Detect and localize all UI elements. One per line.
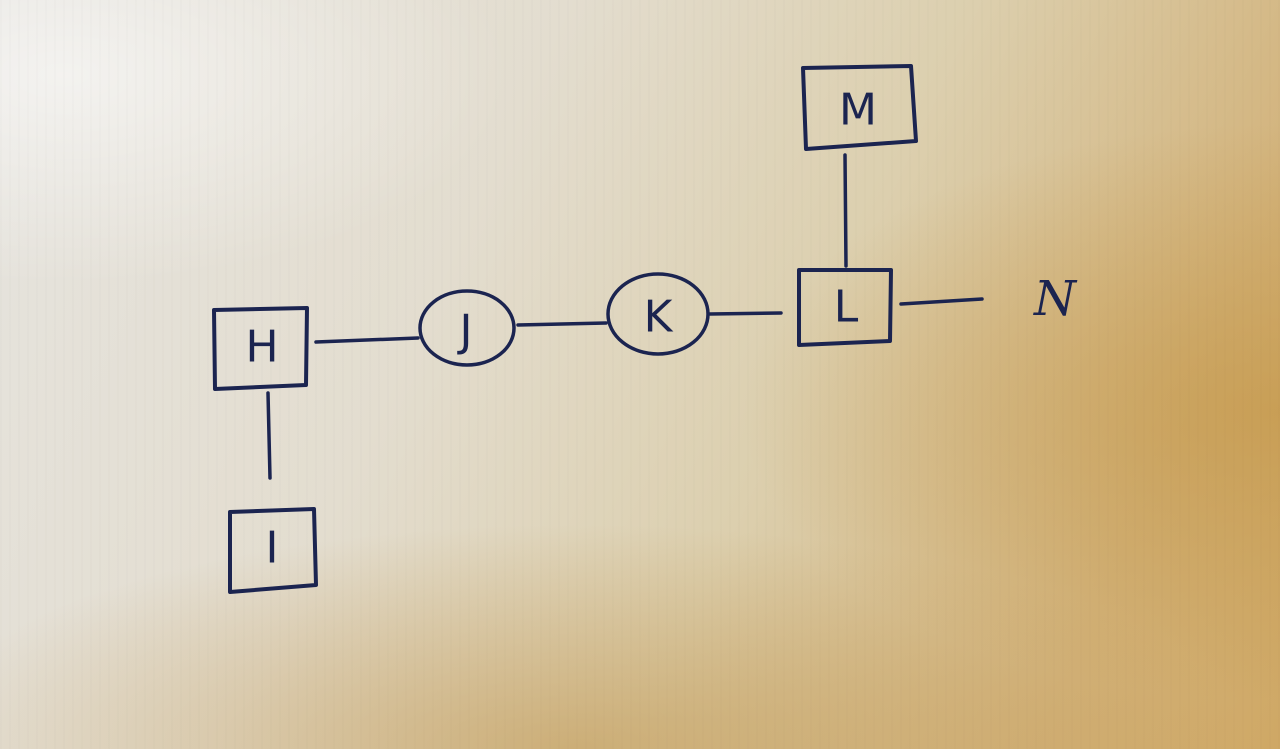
node-i-label: I: [266, 523, 279, 574]
node-n: N: [1033, 271, 1078, 327]
node-h: H: [212, 306, 309, 391]
node-l-label: L: [834, 282, 859, 333]
edge-h-j: [314, 336, 420, 344]
node-j: J: [418, 289, 516, 367]
edge-l-m: [843, 153, 848, 268]
edge-h-i: [266, 391, 272, 480]
node-k: K: [606, 272, 710, 356]
node-h-box: [212, 306, 309, 391]
node-l: L: [797, 268, 893, 347]
edge-l-n: [899, 297, 984, 306]
node-m-label: M: [839, 85, 877, 136]
node-j-label: J: [457, 306, 473, 357]
node-j-circle: [418, 289, 516, 367]
node-m: M: [801, 64, 918, 151]
edge-k-l: [708, 311, 783, 316]
node-k-label: K: [644, 292, 674, 343]
node-m-box: [801, 64, 918, 151]
node-n-label: N: [1033, 271, 1078, 327]
node-l-box: [797, 268, 893, 347]
node-i: I: [228, 507, 318, 594]
node-i-box: [228, 507, 318, 594]
node-k-circle: [606, 272, 710, 356]
node-h-label: H: [245, 322, 278, 373]
edge-j-k: [516, 321, 608, 327]
